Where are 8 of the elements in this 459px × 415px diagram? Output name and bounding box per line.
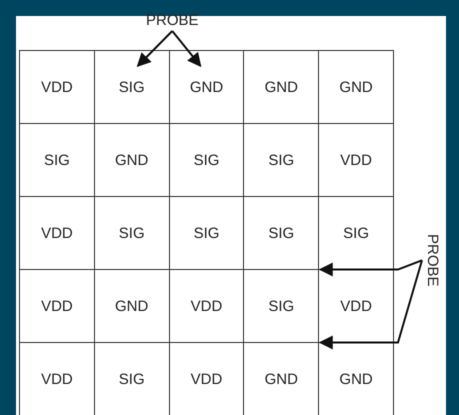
- arrow: [171, 30, 202, 68]
- pin-cell: GND: [318, 50, 394, 124]
- arrow: [318, 260, 423, 350]
- pin-cell: VDD: [19, 50, 95, 124]
- probe-label: PROBE: [424, 234, 441, 287]
- probe-label: PROBE: [146, 12, 199, 29]
- arrow: [318, 259, 422, 276]
- arrow: [136, 30, 173, 67]
